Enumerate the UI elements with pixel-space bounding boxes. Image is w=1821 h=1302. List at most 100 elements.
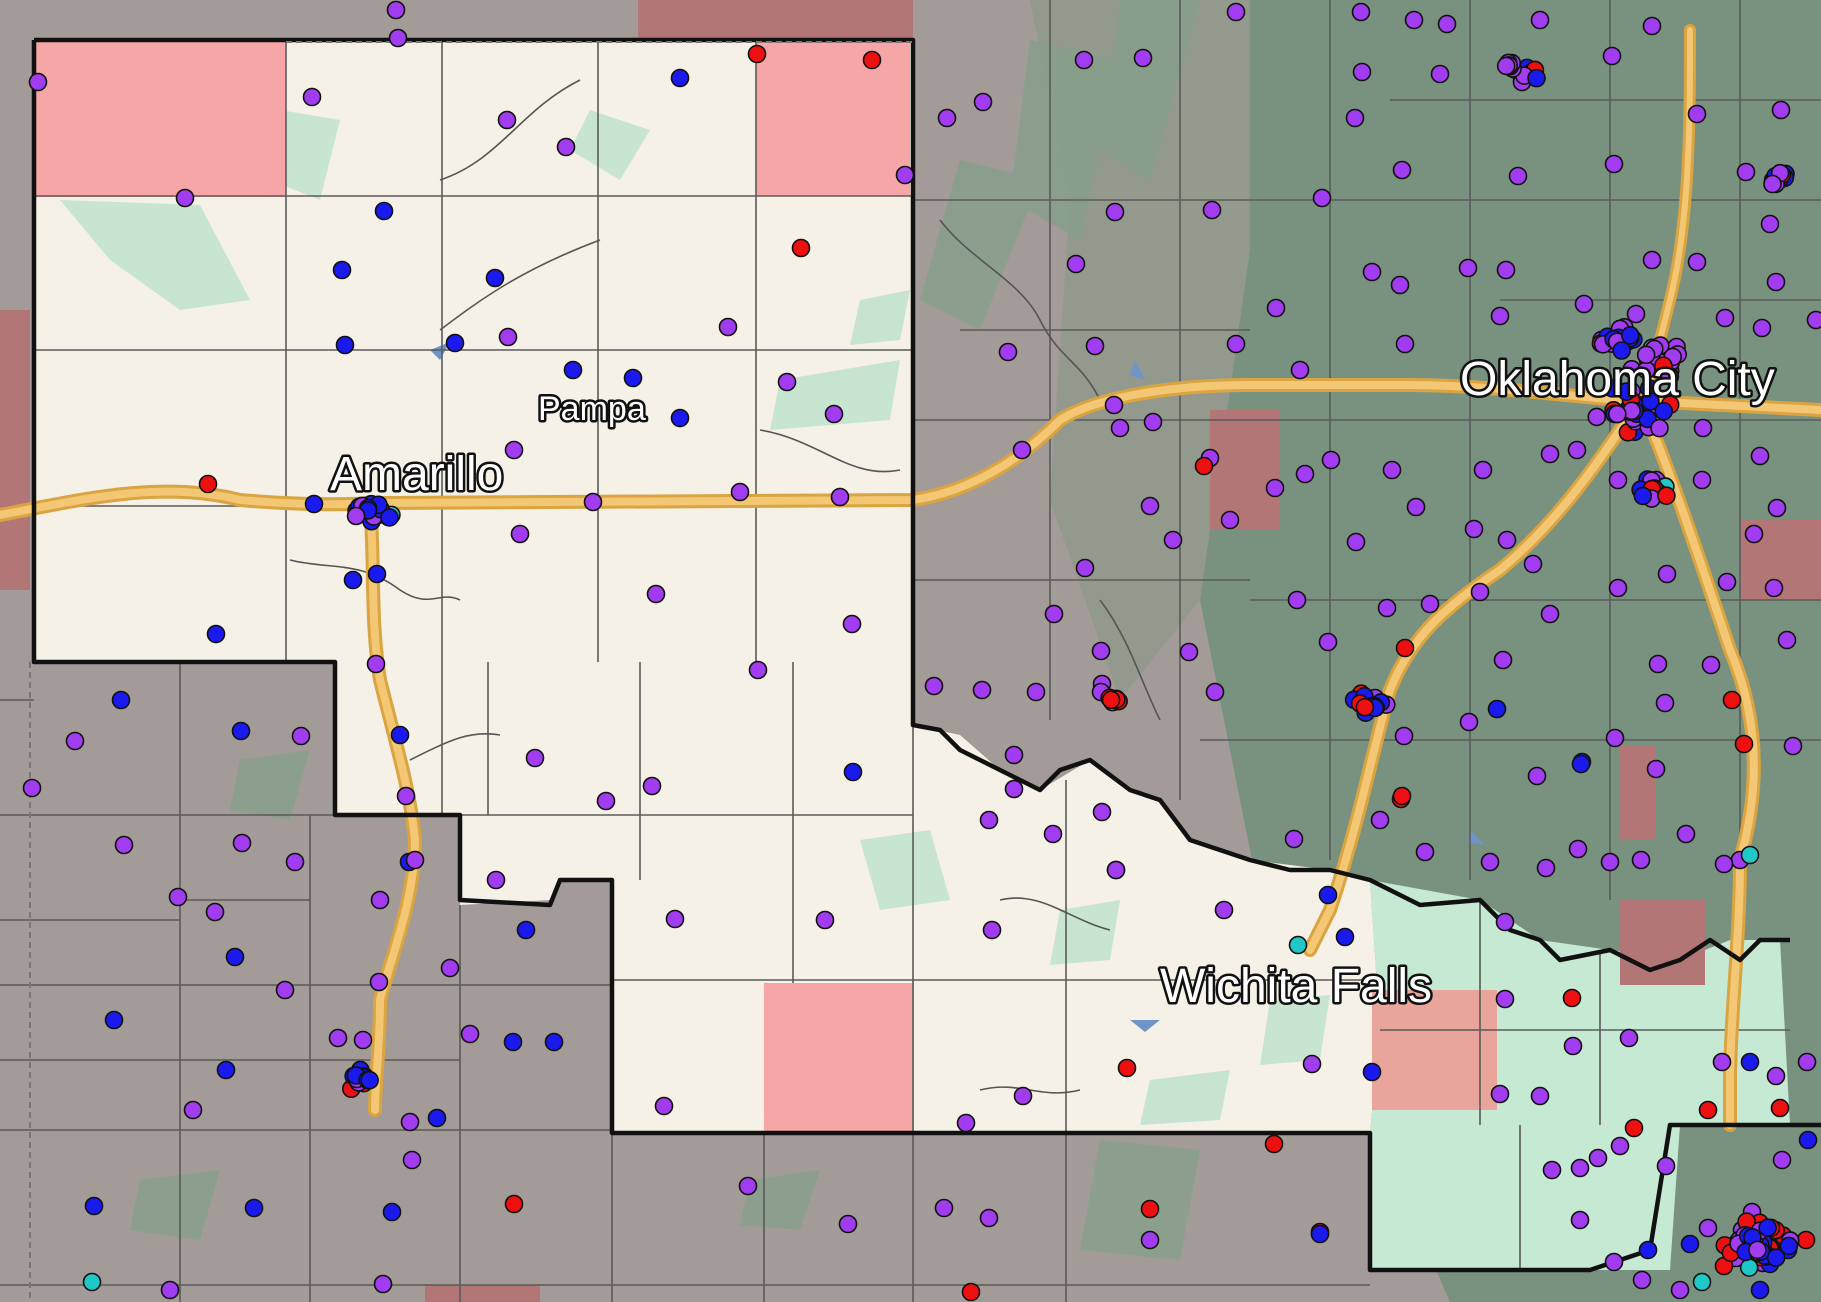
- map-marker[interactable]: [824, 404, 844, 424]
- map-marker[interactable]: [1346, 532, 1366, 552]
- map-marker[interactable]: [1764, 578, 1784, 598]
- map-marker[interactable]: [1496, 56, 1516, 76]
- map-marker[interactable]: [1066, 254, 1086, 274]
- map-marker[interactable]: [1712, 1052, 1732, 1072]
- map-marker[interactable]: [544, 1032, 564, 1052]
- map-marker[interactable]: [486, 870, 506, 890]
- map-marker[interactable]: [1415, 842, 1435, 862]
- map-marker[interactable]: [1101, 690, 1121, 710]
- map-marker[interactable]: [982, 920, 1002, 940]
- map-marker[interactable]: [830, 487, 850, 507]
- map-marker[interactable]: [1626, 304, 1646, 324]
- map-marker[interactable]: [1362, 262, 1382, 282]
- map-marker[interactable]: [1105, 202, 1125, 222]
- map-marker[interactable]: [791, 238, 811, 258]
- map-marker[interactable]: [1676, 824, 1696, 844]
- map-marker[interactable]: [445, 333, 465, 353]
- map-marker[interactable]: [1133, 48, 1153, 68]
- map-marker[interactable]: [1568, 839, 1588, 859]
- map-marker[interactable]: [1395, 334, 1415, 354]
- map-marker[interactable]: [1588, 1148, 1608, 1168]
- map-marker[interactable]: [388, 28, 408, 48]
- map-marker[interactable]: [1698, 1218, 1718, 1238]
- map-marker[interactable]: [1310, 1224, 1330, 1244]
- map-marker[interactable]: [1392, 786, 1412, 806]
- map-marker[interactable]: [460, 1024, 480, 1044]
- map-marker[interactable]: [1605, 728, 1625, 748]
- map-marker[interactable]: [1740, 1052, 1760, 1072]
- map-marker[interactable]: [390, 725, 410, 745]
- map-marker[interactable]: [1744, 524, 1764, 544]
- map-marker[interactable]: [84, 1196, 104, 1216]
- map-marker[interactable]: [934, 1198, 954, 1218]
- map-marker[interactable]: [516, 920, 536, 940]
- map-marker[interactable]: [1370, 810, 1390, 830]
- map-marker[interactable]: [1496, 260, 1516, 280]
- map-marker[interactable]: [1562, 988, 1582, 1008]
- map-marker[interactable]: [1574, 294, 1594, 314]
- map-marker[interactable]: [1287, 590, 1307, 610]
- map-marker[interactable]: [1430, 64, 1450, 84]
- map-marker[interactable]: [28, 72, 48, 92]
- map-marker[interactable]: [1527, 766, 1547, 786]
- map-marker[interactable]: [961, 1282, 981, 1302]
- map-marker[interactable]: [1648, 654, 1668, 674]
- map-marker[interactable]: [1140, 1199, 1160, 1219]
- map-marker[interactable]: [1680, 1234, 1700, 1254]
- map-marker[interactable]: [1752, 318, 1772, 338]
- map-marker[interactable]: [1763, 174, 1782, 194]
- map-marker[interactable]: [1335, 927, 1355, 947]
- map-marker[interactable]: [440, 958, 460, 978]
- map-marker[interactable]: [654, 1096, 674, 1116]
- map-marker[interactable]: [1654, 401, 1674, 421]
- map-marker[interactable]: [1220, 510, 1240, 530]
- map-marker[interactable]: [1687, 252, 1707, 272]
- map-marker[interactable]: [1490, 1084, 1510, 1104]
- map-marker[interactable]: [1495, 912, 1515, 932]
- map-marker[interactable]: [718, 317, 738, 337]
- map-marker[interactable]: [1012, 440, 1032, 460]
- map-marker[interactable]: [1608, 578, 1628, 598]
- map-marker[interactable]: [1265, 478, 1285, 498]
- map-marker[interactable]: [1312, 188, 1332, 208]
- map-marker[interactable]: [1602, 46, 1622, 66]
- map-marker[interactable]: [402, 1150, 422, 1170]
- map-marker[interactable]: [1420, 594, 1440, 614]
- map-marker[interactable]: [1540, 444, 1560, 464]
- map-marker[interactable]: [1693, 418, 1713, 438]
- map-marker[interactable]: [1377, 598, 1397, 618]
- map-marker[interactable]: [1395, 638, 1415, 658]
- map-marker[interactable]: [386, 0, 406, 20]
- map-marker[interactable]: [504, 1194, 524, 1214]
- map-marker[interactable]: [1459, 712, 1479, 732]
- map-marker[interactable]: [1004, 779, 1024, 799]
- map-marker[interactable]: [1508, 166, 1528, 186]
- map-marker[interactable]: [665, 909, 685, 929]
- map-marker[interactable]: [1437, 14, 1457, 34]
- map-marker[interactable]: [1650, 418, 1669, 438]
- map-marker[interactable]: [1043, 824, 1063, 844]
- map-marker[interactable]: [1527, 68, 1546, 88]
- map-marker[interactable]: [168, 887, 188, 907]
- map-marker[interactable]: [815, 910, 835, 930]
- map-marker[interactable]: [1570, 1210, 1590, 1230]
- map-marker[interactable]: [1074, 50, 1094, 70]
- map-marker[interactable]: [1670, 1280, 1690, 1300]
- map-marker[interactable]: [353, 1030, 373, 1050]
- map-marker[interactable]: [1202, 200, 1222, 220]
- map-marker[interactable]: [1143, 412, 1163, 432]
- map-marker[interactable]: [427, 1108, 447, 1128]
- map-marker[interactable]: [160, 1280, 180, 1300]
- map-marker[interactable]: [1318, 885, 1338, 905]
- map-marker[interactable]: [1571, 754, 1591, 774]
- map-marker[interactable]: [1619, 1028, 1639, 1048]
- map-marker[interactable]: [1091, 641, 1111, 661]
- map-marker[interactable]: [232, 833, 252, 853]
- map-marker[interactable]: [114, 835, 134, 855]
- map-marker[interactable]: [1302, 1054, 1322, 1074]
- map-marker[interactable]: [1632, 1270, 1652, 1290]
- map-marker[interactable]: [895, 165, 915, 185]
- map-marker[interactable]: [924, 676, 944, 696]
- map-marker[interactable]: [285, 852, 305, 872]
- map-marker[interactable]: [1106, 860, 1126, 880]
